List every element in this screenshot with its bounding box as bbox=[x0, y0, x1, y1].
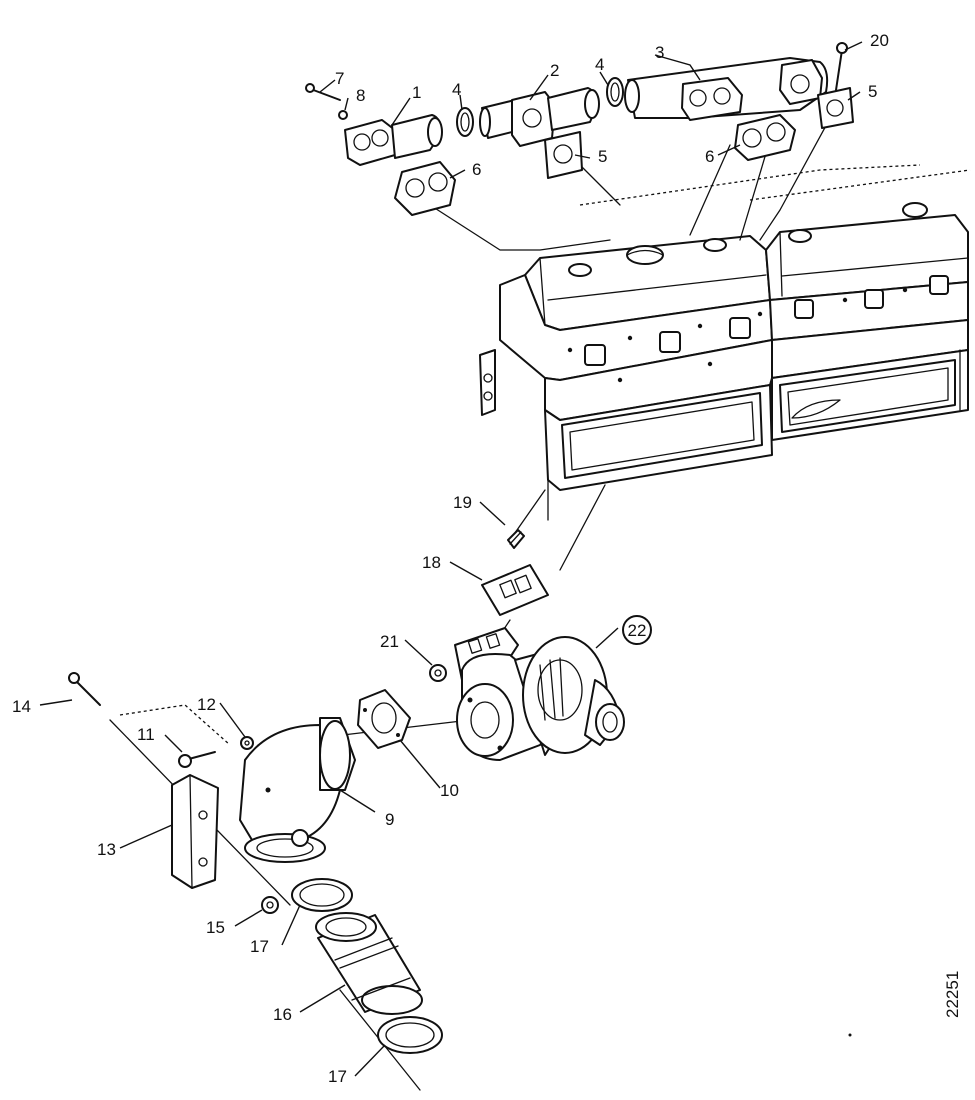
drawing-number: 22251 bbox=[943, 971, 962, 1018]
callout-4-left: 4 bbox=[452, 80, 461, 99]
sleeve-between bbox=[479, 99, 521, 139]
stud-19 bbox=[507, 529, 525, 549]
leader-lines bbox=[39, 41, 863, 1077]
callout-17-lower: 17 bbox=[328, 1067, 347, 1086]
callout-3: 3 bbox=[655, 43, 664, 62]
callout-19: 19 bbox=[453, 493, 472, 512]
callout-5-right: 5 bbox=[868, 82, 877, 101]
gasket-18 bbox=[481, 564, 549, 616]
speck bbox=[848, 1033, 852, 1037]
exhaust-manifold-front-1 bbox=[344, 114, 443, 166]
exhaust-manifold-rear-3 bbox=[624, 57, 829, 121]
exhaust-pipe-16 bbox=[315, 912, 423, 1015]
engine-cylinder-heads bbox=[479, 202, 969, 521]
callout-4-right: 4 bbox=[595, 55, 604, 74]
gasket-6-left bbox=[394, 161, 456, 216]
gasket-5-middle bbox=[544, 131, 583, 179]
washer-12 bbox=[240, 736, 254, 750]
exhaust-elbow-9 bbox=[239, 717, 356, 863]
callout-8: 8 bbox=[356, 86, 365, 105]
callout-9: 9 bbox=[385, 810, 394, 829]
nut-15 bbox=[261, 896, 279, 914]
callout-10: 10 bbox=[440, 781, 459, 800]
bolt-14 bbox=[68, 672, 101, 706]
callout-13: 13 bbox=[97, 840, 116, 859]
callout-17-upper: 17 bbox=[250, 937, 269, 956]
sealing-ring-17-lower bbox=[377, 1016, 443, 1054]
bolt-20 bbox=[835, 42, 848, 91]
gasket-10 bbox=[357, 689, 411, 749]
exhaust-manifold-middle-2 bbox=[511, 87, 600, 147]
sealing-ring-4-left bbox=[456, 107, 474, 137]
turbocharger-22 bbox=[454, 627, 625, 761]
callout-12: 12 bbox=[197, 695, 216, 714]
callout-1: 1 bbox=[412, 83, 421, 102]
callout-11: 11 bbox=[137, 725, 155, 744]
callout-22: 22 bbox=[628, 621, 647, 640]
sealing-ring-17-upper bbox=[291, 878, 353, 912]
callout-14: 14 bbox=[12, 697, 31, 716]
callout-15: 15 bbox=[206, 918, 225, 937]
callout-22-circle bbox=[622, 615, 652, 645]
callout-5-middle: 5 bbox=[598, 147, 607, 166]
callout-6-left: 6 bbox=[472, 160, 481, 179]
sealing-ring-4-right bbox=[606, 77, 624, 107]
callout-18: 18 bbox=[422, 553, 441, 572]
callout-21: 21 bbox=[380, 632, 399, 651]
callout-20: 20 bbox=[870, 31, 889, 50]
nut-21 bbox=[429, 664, 447, 682]
washer-8 bbox=[338, 110, 348, 120]
callout-16: 16 bbox=[273, 1005, 292, 1024]
bracket-13 bbox=[171, 774, 219, 889]
bolt-11 bbox=[178, 751, 216, 768]
callout-labels: 1 2 3 4 4 5 5 6 6 7 8 9 10 11 12 13 14 1… bbox=[12, 31, 889, 1086]
callout-6-right: 6 bbox=[705, 147, 714, 166]
bolt-7 bbox=[305, 83, 341, 101]
gasket-5-right bbox=[817, 87, 854, 129]
callout-7: 7 bbox=[335, 69, 344, 88]
gasket-6-right bbox=[734, 114, 796, 161]
callout-2: 2 bbox=[550, 61, 559, 80]
